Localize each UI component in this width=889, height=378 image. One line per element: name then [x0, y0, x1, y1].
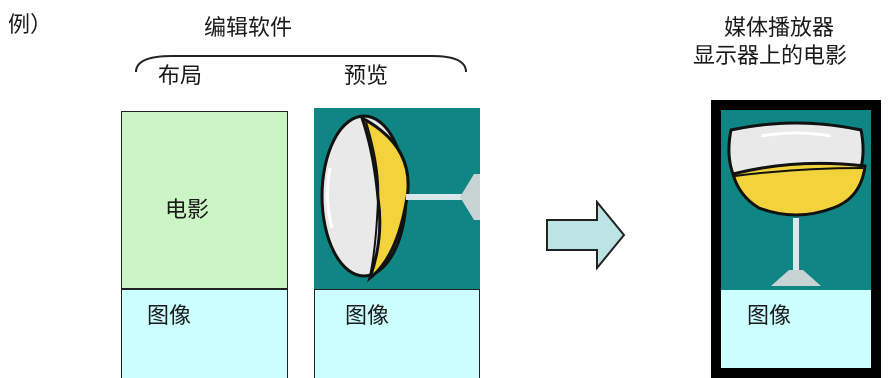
- layout-label: 布局: [158, 64, 203, 89]
- image-area-player: 图像: [721, 290, 871, 368]
- monitor: 图像: [711, 100, 881, 378]
- image-area-layout: 图像: [121, 289, 288, 378]
- right-arrow-icon: [546, 200, 626, 270]
- image-label-preview: 图像: [345, 304, 390, 329]
- preview-movie: [314, 108, 480, 289]
- player-title-line1: 媒体播放器: [724, 16, 835, 41]
- player-title-line2: 显示器上的电影: [693, 44, 848, 69]
- curly-brace: [135, 55, 467, 73]
- movie-label: 电影: [165, 198, 210, 223]
- image-label-player: 图像: [747, 304, 792, 329]
- movie-area: 电影: [121, 111, 288, 289]
- example-label: 例）: [8, 13, 53, 38]
- image-area-preview: 图像: [314, 289, 480, 378]
- player-movie: [721, 110, 871, 290]
- wine-glass-upright-icon: [727, 121, 867, 286]
- preview-label: 预览: [344, 64, 389, 89]
- wine-glass-illustration: [320, 114, 480, 283]
- editor-title: 编辑软件: [204, 16, 293, 41]
- image-label-layout: 图像: [147, 304, 192, 329]
